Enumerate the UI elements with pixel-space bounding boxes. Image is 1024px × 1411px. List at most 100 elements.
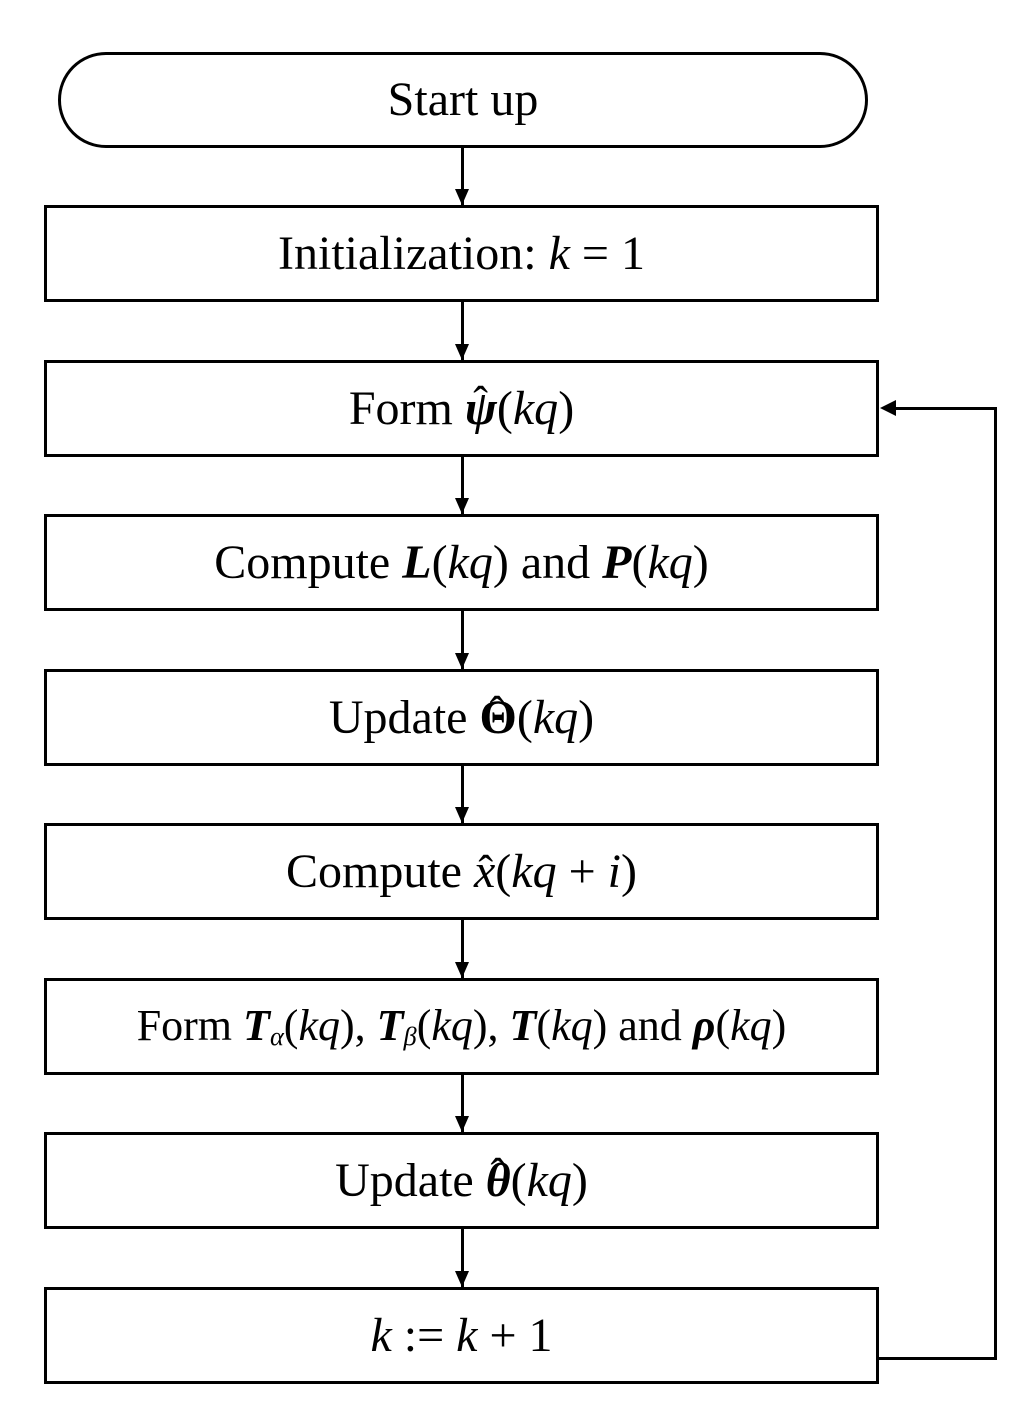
comma: ,	[487, 1001, 499, 1051]
math-operator-assign: :=	[403, 1308, 445, 1362]
paren-close: )	[621, 844, 637, 898]
math-subscript-alpha: α	[269, 1021, 284, 1052]
math-symbol-k: k	[456, 1308, 478, 1362]
arrow-shaft	[460, 148, 464, 205]
paren-close: )	[771, 1001, 787, 1051]
math-arg-kq: kq	[431, 1001, 473, 1051]
step-update-theta-vector: Update ˆθ(kq)	[44, 1132, 879, 1229]
paren-close: )	[339, 1001, 355, 1051]
paren-close: )	[692, 535, 709, 589]
math-arg-kq: kq	[526, 1153, 572, 1207]
flow-arrow-4	[455, 611, 469, 669]
step-compute-x-hat: Compute ˆx(kq + i)	[44, 823, 879, 920]
label-text: Compute	[285, 844, 462, 898]
math-arg-kq: kq	[647, 535, 693, 589]
math-symbol-rho: ρ	[692, 1001, 716, 1051]
arrow-shaft	[460, 920, 464, 978]
paren-close: )	[472, 1001, 488, 1051]
step-form-t-rho-label: Form Tα(kq), Tβ(kq), T(kq) and ρ(kq)	[137, 1001, 787, 1052]
math-symbol-T: T	[376, 1001, 404, 1051]
math-symbol-k: k	[370, 1308, 392, 1362]
arrow-shaft	[460, 457, 464, 514]
step-initialization-label: Initialization: k = 1	[278, 226, 645, 281]
math-symbol-psi: ψ	[464, 381, 497, 435]
paren-close: )	[578, 690, 595, 744]
paren-open: (	[495, 844, 512, 898]
math-subscript-beta: β	[403, 1021, 417, 1052]
arrow-down-icon	[455, 498, 469, 514]
arrow-down-icon	[455, 1116, 469, 1132]
paren-open: (	[431, 535, 448, 589]
arrow-down-icon	[455, 189, 469, 205]
feedback-segment-top	[894, 407, 997, 410]
feedback-segment-right	[994, 407, 997, 1360]
math-arg-kq: kq	[730, 1001, 772, 1051]
math-symbol-P: P	[602, 535, 632, 589]
arrow-down-icon	[455, 962, 469, 978]
arrow-shaft	[460, 1229, 464, 1287]
math-arg-kq: kq	[512, 381, 559, 435]
paren-open: (	[416, 1001, 432, 1051]
step-compute-l-p: Compute L(kq) and P(kq)	[44, 514, 879, 611]
math-arg-kq: kq	[511, 844, 557, 898]
math-arg-kq: kq	[298, 1001, 340, 1051]
math-operator-plus: +	[568, 844, 596, 898]
paren-open: (	[536, 1001, 552, 1051]
step-compute-x-hat-label: Compute ˆx(kq + i)	[285, 844, 637, 898]
math-text: + 1	[489, 1308, 553, 1362]
step-start-up: Start up	[58, 52, 868, 148]
math-symbol-x: x	[473, 844, 496, 898]
paren-close: )	[571, 1153, 588, 1207]
paren-open: (	[283, 1001, 299, 1051]
step-form-psi-vector: Form ˆψ(kq)	[44, 360, 879, 457]
arrow-down-icon	[455, 807, 469, 823]
paren-close: )	[558, 381, 575, 435]
label-text: Compute	[214, 535, 391, 589]
arrow-down-icon	[455, 344, 469, 360]
flow-arrow-3	[455, 457, 469, 514]
arrow-shaft	[460, 302, 464, 360]
arrow-shaft	[460, 611, 464, 669]
math-symbol-T: T	[509, 1001, 537, 1051]
feedback-segment-bottom	[879, 1357, 997, 1360]
math-arg-kq: kq	[551, 1001, 593, 1051]
arrow-shaft	[460, 766, 464, 823]
math-symbol-Theta: Θ	[479, 690, 517, 744]
flow-arrow-7	[455, 1075, 469, 1132]
math-symbol-T: T	[243, 1001, 270, 1051]
paren-open: (	[715, 1001, 731, 1051]
flow-arrow-8	[455, 1229, 469, 1287]
step-update-theta-matrix: Update ˆΘ(kq)	[44, 669, 879, 766]
step-update-theta-vector-label: Update ˆθ(kq)	[335, 1149, 588, 1207]
step-form-t-rho: Form Tα(kq), Tβ(kq), T(kq) and ρ(kq)	[44, 978, 879, 1075]
math-symbol-k: k	[548, 226, 570, 280]
arrow-shaft	[460, 1075, 464, 1132]
step-increment-k-label: k := k + 1	[370, 1308, 552, 1363]
step-form-psi-label: Form ˆψ(kq)	[348, 377, 575, 435]
flow-arrow-6	[455, 920, 469, 978]
label-text: Form	[136, 1001, 233, 1051]
math-arg-kq: kq	[532, 690, 579, 744]
math-arg-kq: kq	[447, 535, 493, 589]
step-increment-k: k := k + 1	[44, 1287, 879, 1384]
label-text: Form	[348, 381, 453, 435]
paren-close: )	[492, 535, 509, 589]
math-symbol-L: L	[402, 535, 432, 589]
label-text: Start up	[387, 73, 539, 127]
step-update-theta-matrix-label: Update ˆΘ(kq)	[328, 687, 595, 744]
label-text: Initialization:	[278, 226, 537, 280]
label-text: and	[520, 535, 591, 589]
label-text: and	[618, 1001, 682, 1051]
paren-open: (	[510, 1153, 527, 1207]
math-text: = 1	[581, 226, 645, 280]
paren-close: )	[592, 1001, 608, 1051]
paren-open: (	[516, 690, 533, 744]
math-symbol-i: i	[607, 844, 622, 898]
paren-open: (	[631, 535, 648, 589]
arrow-down-icon	[455, 1271, 469, 1287]
math-symbol-theta: θ	[485, 1153, 511, 1207]
paren-open: (	[496, 381, 513, 435]
label-text: Update	[328, 690, 468, 744]
step-initialization: Initialization: k = 1	[44, 205, 879, 302]
